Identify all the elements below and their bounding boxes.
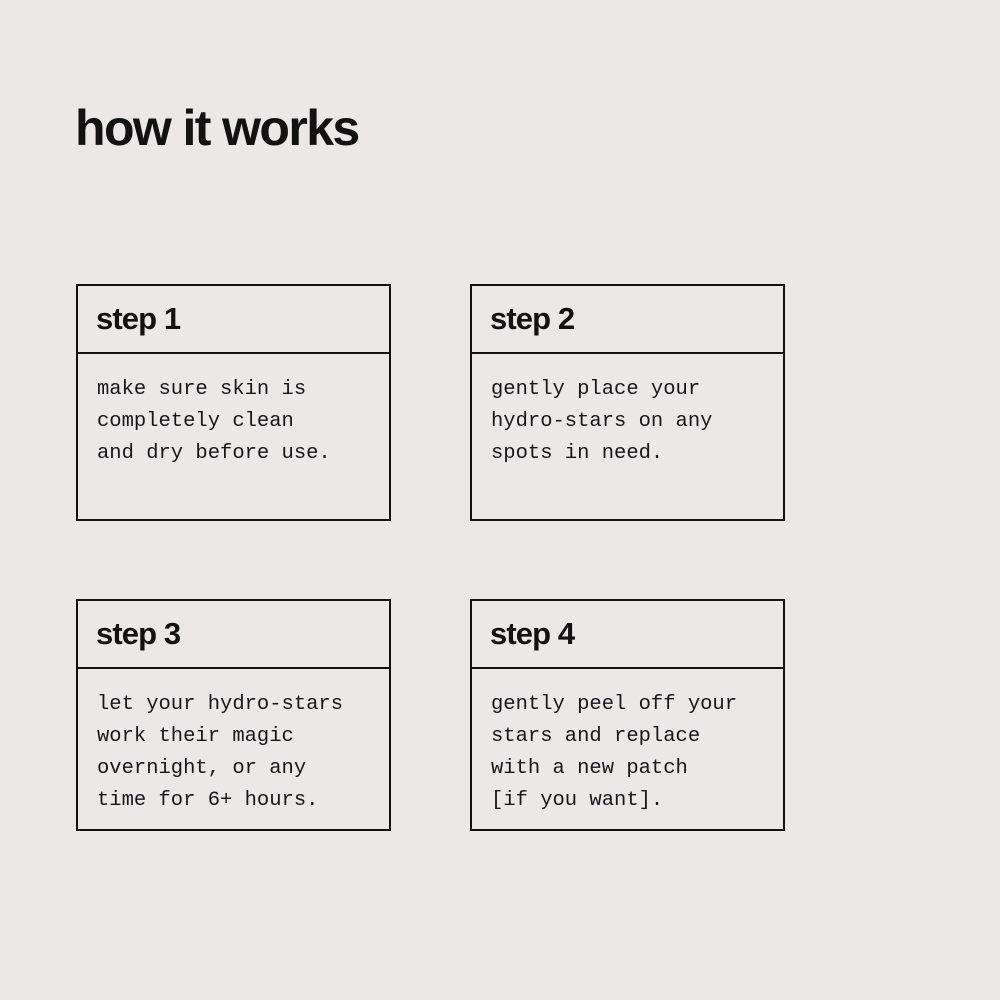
step-card-1-header: step 1 bbox=[78, 286, 389, 354]
step-card-4-header: step 4 bbox=[472, 601, 783, 669]
step-card-3-title: step 3 bbox=[96, 616, 181, 651]
step-card-4: step 4 gently peel off your stars and re… bbox=[470, 599, 785, 831]
page-title: how it works bbox=[75, 100, 360, 156]
step-card-3-header: step 3 bbox=[78, 601, 389, 669]
step-card-3: step 3 let your hydro-stars work their m… bbox=[76, 599, 391, 831]
step-card-2-title: step 2 bbox=[490, 301, 575, 336]
step-card-4-body: gently peel off your stars and replace w… bbox=[472, 669, 783, 829]
step-card-1-title: step 1 bbox=[96, 301, 181, 336]
step-card-2-header: step 2 bbox=[472, 286, 783, 354]
step-card-1-body: make sure skin is completely clean and d… bbox=[78, 354, 389, 519]
step-card-2-text: gently place your hydro-stars on any spo… bbox=[491, 378, 713, 465]
step-card-1: step 1 make sure skin is completely clea… bbox=[76, 284, 391, 521]
step-card-2-body: gently place your hydro-stars on any spo… bbox=[472, 354, 783, 519]
step-card-3-text: let your hydro-stars work their magic ov… bbox=[97, 693, 344, 812]
step-card-2: step 2 gently place your hydro-stars on … bbox=[470, 284, 785, 521]
step-card-4-title: step 4 bbox=[490, 616, 575, 651]
step-card-3-body: let your hydro-stars work their magic ov… bbox=[78, 669, 389, 829]
step-card-4-text: gently peel off your stars and replace w… bbox=[491, 693, 738, 812]
steps-grid: step 1 make sure skin is completely clea… bbox=[76, 284, 786, 831]
step-card-1-text: make sure skin is completely clean and d… bbox=[97, 378, 331, 465]
